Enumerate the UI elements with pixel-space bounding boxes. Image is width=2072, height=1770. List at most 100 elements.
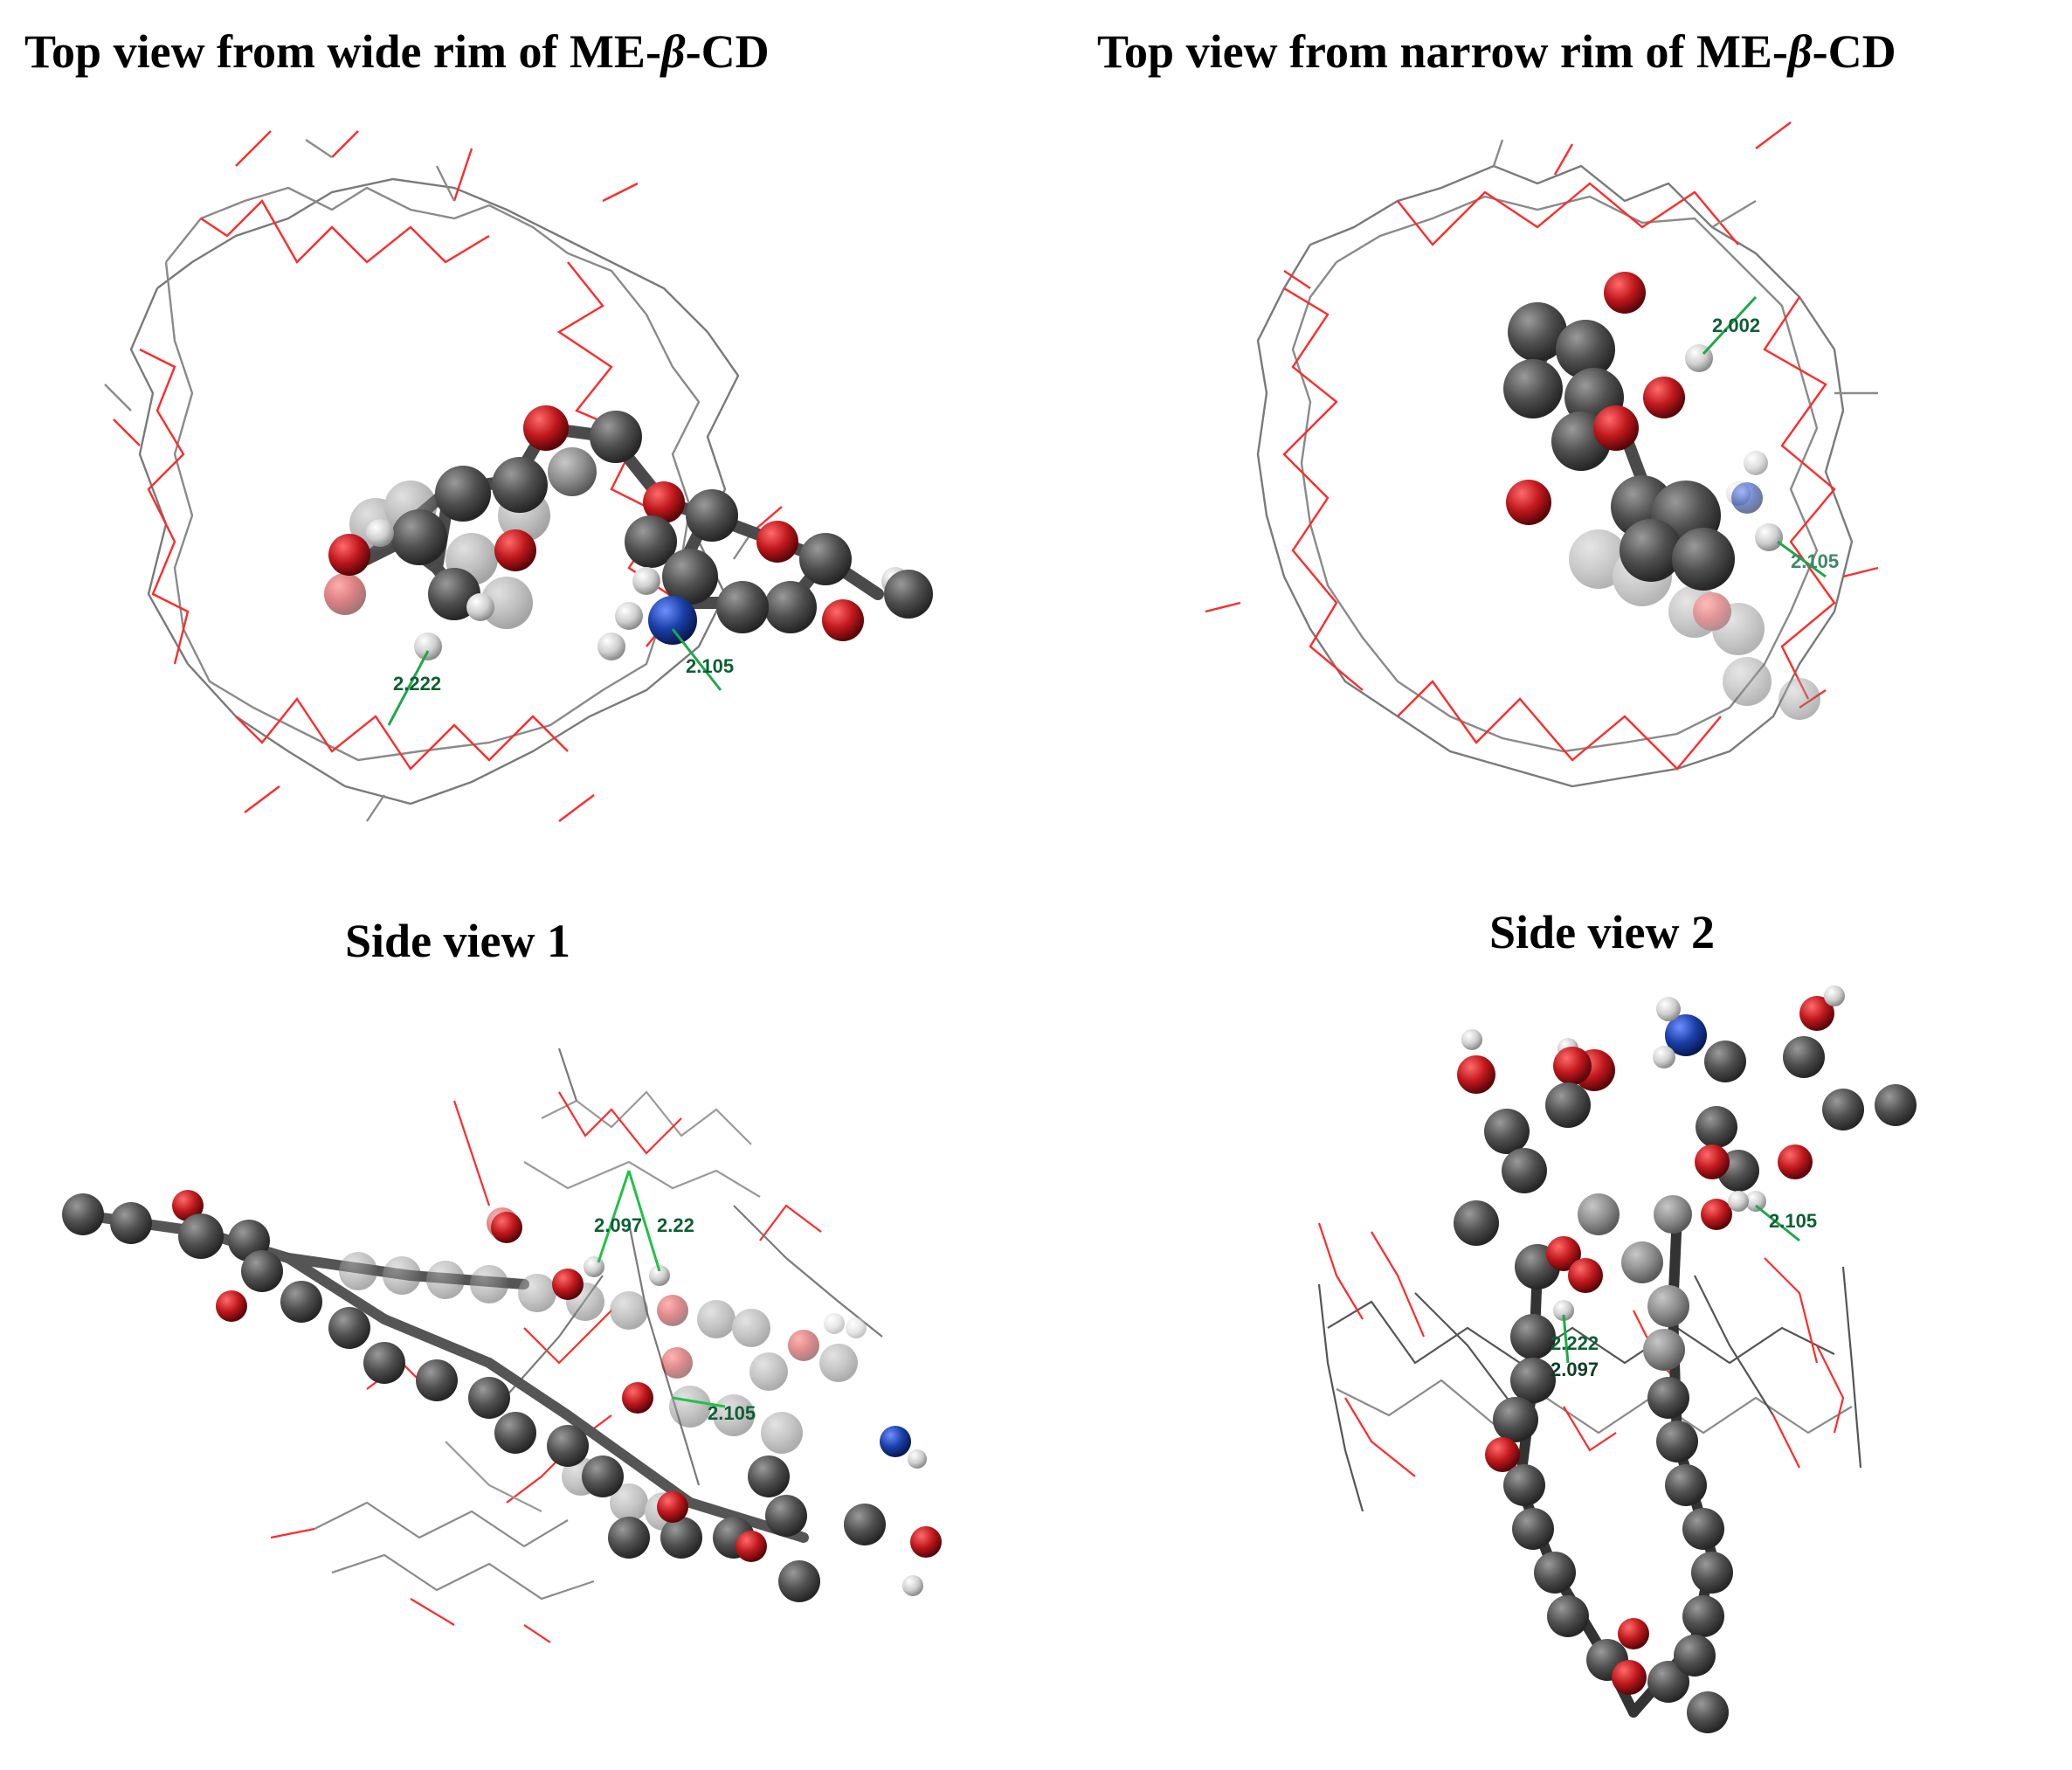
title-top-right: Top view from narrow rim of ME-β-CD	[1097, 28, 1896, 75]
atom-carbon	[1556, 320, 1615, 379]
atom-carbon	[1647, 1661, 1689, 1703]
ring-bond-gray	[557, 1047, 578, 1102]
ring-bond-red	[1344, 1397, 1416, 1477]
ring-bond-red	[1205, 601, 1241, 613]
atom-oxygen	[523, 405, 569, 451]
atom-hydrogen	[466, 593, 494, 621]
atom-oxygen	[1799, 996, 1834, 1031]
atom-carbon	[1510, 1314, 1556, 1359]
atom-hydrogen	[1755, 523, 1783, 551]
ring-bond-gray	[541, 1090, 752, 1145]
atom-hydrogen	[1728, 1191, 1749, 1212]
atom-carbon	[1647, 1377, 1689, 1419]
atom-carbon	[62, 1193, 104, 1235]
hbond-line	[1777, 540, 1827, 578]
atom-carbon	[1512, 1508, 1554, 1550]
title-top-right-greek: β	[1787, 25, 1813, 78]
atom-carbon	[884, 570, 933, 619]
atom-carbon	[1647, 1285, 1689, 1327]
ring-bond-gray	[733, 532, 752, 560]
hbond-label: 2.105	[708, 1402, 756, 1424]
ring-bond-red	[235, 696, 569, 771]
atom-carbon	[1672, 528, 1735, 591]
atom-carbon	[518, 1274, 556, 1312]
atom-carbon	[548, 447, 597, 496]
panel-side-view-1: 2.097 2.22 2.105	[62, 1047, 942, 1643]
ring-bond-red	[1397, 680, 1722, 771]
ring-bond-red	[452, 148, 473, 202]
atom-hydrogen	[1656, 997, 1681, 1021]
atom-carbon	[426, 1261, 465, 1299]
hbond-label: 2.097	[594, 1214, 642, 1236]
panel-side-view-2: 2.105 2.222 2.097	[1317, 985, 1917, 1733]
hbond-label: 2.222	[393, 673, 441, 695]
atom-carbon	[1502, 1148, 1547, 1193]
atom-carbon	[1503, 359, 1563, 418]
hydrogen-bonds	[387, 628, 722, 726]
atom-carbon	[1674, 1635, 1716, 1677]
ring-bond-gray	[627, 1222, 701, 1486]
title-side-view-2: Side view 2	[1489, 906, 1716, 958]
ring-bond-red	[1842, 566, 1879, 578]
atom-hydrogen	[1745, 1191, 1766, 1212]
hbond-line	[1562, 1314, 1570, 1364]
atom-carbon	[1778, 678, 1820, 720]
guest-molecule-ball-and-stick: 2.002 2.105	[1503, 272, 1839, 720]
atom-nitrogen	[648, 596, 697, 645]
atom-carbon	[1503, 1464, 1545, 1506]
atom-oxygen	[910, 1526, 942, 1558]
atom-oxygen	[1553, 1047, 1592, 1085]
atom-oxygen	[1593, 405, 1639, 451]
atom-carbon	[492, 457, 548, 513]
title-top-left-suffix: -CD	[685, 25, 770, 78]
ring-bond-red	[1397, 182, 1739, 246]
ring-bond-gray	[104, 384, 132, 411]
atom-carbon	[732, 1309, 770, 1347]
ring-bond-red	[1772, 1414, 1800, 1469]
atom-carbon	[468, 1377, 510, 1419]
title-top-right-suffix: -CD	[1812, 25, 1896, 78]
atom-oxygen	[172, 1190, 204, 1221]
atom-oxygen	[736, 1531, 767, 1562]
ring-bond-gray	[1711, 199, 1757, 229]
atom-oxygen	[622, 1382, 653, 1414]
atom-carbon	[748, 1455, 790, 1497]
atom-carbon	[1656, 1421, 1698, 1462]
ring-bond-gray	[314, 1501, 569, 1548]
ring-bond-gray	[1327, 1300, 1835, 1365]
bond	[283, 1253, 390, 1324]
title-top-left-greek: β	[660, 25, 686, 78]
ring-bond-red	[1371, 1231, 1426, 1338]
ring-bond-gray	[523, 1160, 761, 1198]
atom-carbon	[713, 1394, 755, 1436]
atom-nitrogen	[1665, 1014, 1707, 1056]
atom-carbon	[391, 509, 447, 565]
atom-carbon	[547, 1425, 589, 1467]
atom-oxygen	[1643, 377, 1685, 418]
title-top-left: Top view from wide rim of ME-β-CD	[24, 28, 770, 75]
ring-bond-red	[1282, 287, 1364, 691]
atom-hydrogen	[1744, 451, 1768, 475]
atom-hydrogen	[597, 633, 625, 660]
ring-bond-red	[244, 785, 280, 813]
atom-carbon	[480, 577, 533, 629]
ring-bond-red	[558, 1091, 682, 1155]
atom-carbon	[1696, 1106, 1737, 1148]
ring-bond-red	[523, 1624, 551, 1643]
ring-bond-red	[1553, 143, 1574, 176]
atom-oxygen	[1701, 1199, 1732, 1230]
atom-carbon	[799, 533, 852, 585]
atom-hydrogen	[366, 519, 394, 547]
atom-hydrogen	[1553, 1300, 1574, 1321]
atom-hydrogen	[1824, 985, 1845, 1006]
atom-nitrogen	[880, 1426, 911, 1457]
atom-carbon	[844, 1504, 886, 1545]
hbond-label: 2.105	[1791, 550, 1839, 572]
hbond-line	[597, 1170, 631, 1263]
atom-oxygen	[491, 1212, 522, 1243]
atom-carbon	[1783, 1036, 1825, 1078]
atom-carbon	[1508, 302, 1567, 362]
ring-bond-gray	[1841, 1266, 1862, 1469]
atom-carbon	[470, 1265, 508, 1303]
atom-carbon	[1822, 1089, 1864, 1130]
